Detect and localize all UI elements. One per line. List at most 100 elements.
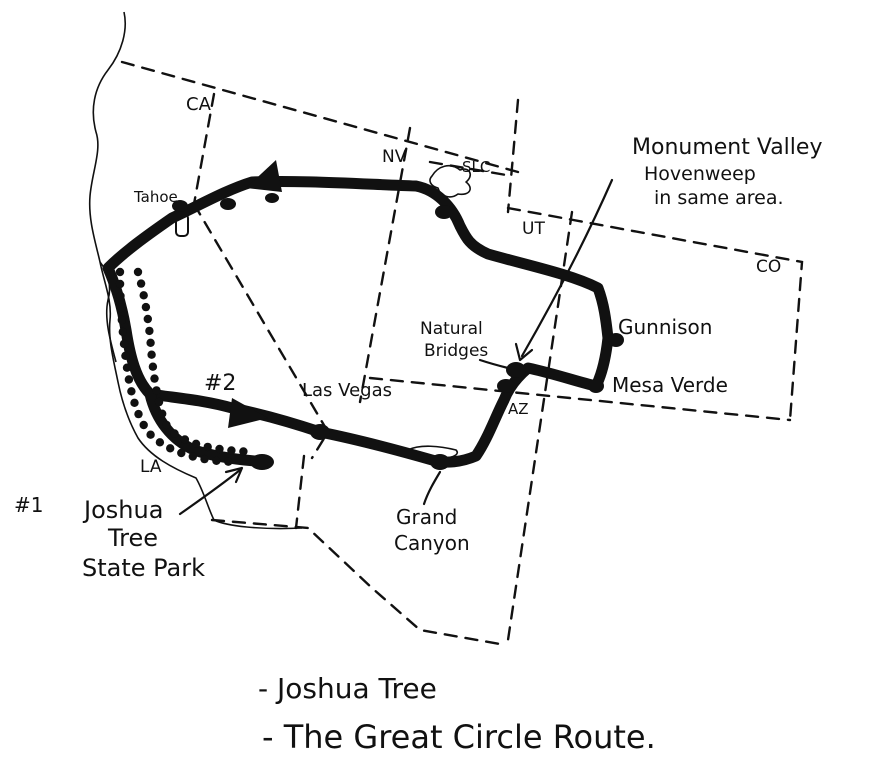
- ca-nv-northern-border: [120, 60, 520, 174]
- callout-tree: Tree: [107, 524, 158, 552]
- dotted-route-dot: [133, 267, 143, 277]
- dotted-route-dot: [212, 456, 221, 465]
- dotted-route-dot: [180, 435, 190, 444]
- dotted-route-dot: [134, 409, 143, 419]
- place-label-grand-canyon-2: Canyon: [394, 531, 470, 555]
- dotted-route-dot: [118, 327, 128, 337]
- place-label-tahoe: Tahoe: [133, 188, 178, 206]
- great-circle-route: [102, 175, 614, 468]
- slc-waypoint: [435, 205, 453, 219]
- dotted-route-dot: [146, 430, 155, 439]
- joshua-tree-route: [115, 267, 248, 466]
- dotted-route-dot: [166, 444, 175, 453]
- dotted-route-dot: [188, 452, 197, 461]
- state-label-nv: NV: [382, 147, 407, 167]
- dotted-route-dot: [116, 291, 125, 301]
- az-waypoint: [497, 379, 515, 393]
- dotted-route-dot: [143, 314, 152, 324]
- grand-canyon-waypoint: [430, 454, 450, 470]
- legend-great-circle-route: - The Great Circle Route.: [262, 718, 656, 756]
- place-label-las-vegas: Las Vegas: [302, 380, 392, 401]
- dotted-route-dot: [124, 375, 134, 384]
- dotted-route-dot: [130, 398, 139, 407]
- place-label-slc: SLC: [462, 158, 490, 176]
- route-number-1: #1: [14, 493, 43, 517]
- dotted-route-dot: [116, 303, 126, 313]
- waypoints: [172, 193, 624, 470]
- dotted-route-dot: [141, 302, 151, 312]
- dotted-route-dot: [162, 420, 171, 430]
- dotted-route-dot: [191, 439, 201, 448]
- gunnison-waypoint: [608, 333, 624, 347]
- pacific-coastline: [88, 11, 303, 530]
- ut-north-border: [506, 98, 520, 214]
- dotted-route-dot: [148, 362, 158, 371]
- slc-border-notch: [428, 160, 514, 178]
- dotted-route-dot: [147, 350, 156, 359]
- callout-joshua: Joshua: [82, 496, 163, 524]
- dotted-route-dot: [115, 279, 125, 289]
- dotted-route-dot: [158, 409, 167, 418]
- great-salt-lake-icon: [429, 164, 472, 198]
- joshua-tree-pointer: [178, 468, 242, 516]
- dotted-route-dot: [139, 420, 148, 430]
- dotted-route-dot: [215, 444, 224, 454]
- dotted-route-dot: [136, 279, 146, 288]
- callout-state-park: State Park: [82, 554, 205, 582]
- legend-joshua-tree: - Joshua Tree: [258, 672, 437, 705]
- callout-hovenweep: Hovenweep: [644, 163, 756, 185]
- dotted-route-dot: [115, 267, 125, 277]
- direction-arrow-south: [228, 398, 268, 428]
- dotted-route-dot: [117, 315, 127, 325]
- dotted-route-dot: [150, 374, 159, 383]
- mesa-verde-waypoint: [588, 379, 604, 393]
- place-label-gunnison: Gunnison: [618, 315, 712, 339]
- state-label-ut: UT: [522, 219, 545, 239]
- direction-arrow-north: [246, 160, 282, 192]
- ut-co-northern: [506, 206, 804, 422]
- dotted-route-dot: [227, 446, 236, 455]
- dotted-route-dot: [146, 338, 155, 347]
- place-label-natural-bridges-2: Bridges: [424, 341, 488, 361]
- callout-monument-valley: Monument Valley: [632, 135, 822, 160]
- tahoe-waypoint: [172, 200, 188, 212]
- place-label-natural-bridges-1: Natural: [420, 319, 483, 339]
- place-label-grand-canyon-1: Grand: [396, 505, 457, 529]
- monument-valley-pointer: [520, 178, 614, 358]
- four-corners-line: [368, 376, 792, 422]
- northern-nv-waypoint: [265, 193, 279, 203]
- dotted-route-dot: [154, 397, 164, 407]
- az-west-border: [294, 454, 306, 530]
- dotted-route-dot: [200, 454, 209, 464]
- dotted-route-dot: [239, 447, 248, 456]
- state-borders: [120, 60, 804, 646]
- las-vegas-waypoint: [310, 424, 330, 440]
- nv-ut-border: [358, 126, 412, 404]
- dotted-route-dot: [119, 339, 129, 349]
- dotted-route-dot: [177, 448, 186, 458]
- joshua-tree-pointer-head: [224, 466, 244, 484]
- dotted-route-dot: [122, 363, 132, 372]
- place-label-mesa-verde: Mesa Verde: [612, 373, 728, 397]
- natural-bridges-pointer: [478, 358, 510, 370]
- joshua-tree-waypoint: [250, 454, 274, 470]
- dotted-route-dot: [127, 387, 136, 396]
- joshua-tree-spur: [144, 388, 274, 468]
- reno-waypoint: [220, 198, 236, 210]
- dotted-route-dot: [152, 386, 161, 395]
- callout-same-area: in same area.: [654, 187, 784, 209]
- dotted-route-dot: [155, 438, 165, 447]
- grand-canyon-pointer: [422, 470, 442, 506]
- southern-border: [210, 518, 502, 646]
- place-label-la: LA: [140, 457, 162, 477]
- dotted-route-dot: [121, 351, 130, 360]
- natural-bridges-waypoint: [506, 362, 526, 378]
- state-label-co: CO: [756, 257, 781, 277]
- state-label-ca: CA: [186, 94, 212, 115]
- ca-nv-border-north-south: [192, 92, 216, 206]
- state-label-az: AZ: [508, 400, 529, 418]
- dotted-route-dot: [145, 326, 154, 336]
- dotted-route-dot: [139, 291, 148, 300]
